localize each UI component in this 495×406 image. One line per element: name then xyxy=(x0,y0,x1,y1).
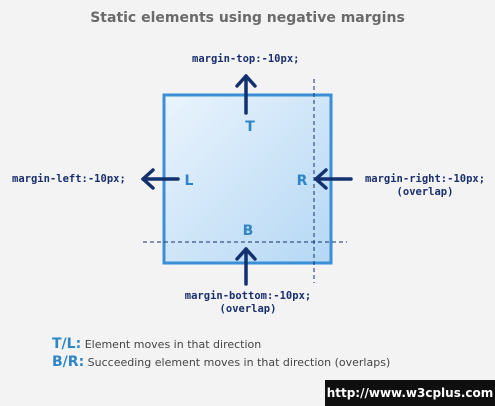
diagram-title: Static elements using negative margins xyxy=(90,10,405,26)
letter-t: T xyxy=(245,119,255,135)
arrow-left-icon xyxy=(141,168,180,190)
watermark-url: http://www.w3cplus.com xyxy=(325,380,495,406)
arrow-up-icon xyxy=(235,247,257,286)
label-margin-bottom: margin-bottom:-10px; (overlap) xyxy=(178,290,318,316)
label-margin-right: margin-right:-10px; (overlap) xyxy=(360,173,490,199)
legend-key: B/R: xyxy=(52,354,85,370)
arrow-up-icon xyxy=(235,74,257,115)
legend-text: Succeeding element moves in that directi… xyxy=(87,356,391,369)
legend-text: Element moves in that direction xyxy=(84,338,262,351)
label-margin-bottom-line2: (overlap) xyxy=(219,303,277,315)
label-margin-right-line2: (overlap) xyxy=(396,186,454,198)
legend-key: T/L: xyxy=(52,336,82,352)
label-margin-right-line1: margin-right:-10px; xyxy=(364,173,486,185)
label-margin-left: margin-left:-10px; xyxy=(12,173,126,185)
legend-row-br: B/R: Succeeding element moves in that di… xyxy=(52,354,390,370)
letter-l: L xyxy=(185,173,194,189)
arrow-left-icon xyxy=(314,168,353,190)
label-margin-bottom-line1: margin-bottom:-10px; xyxy=(184,290,312,302)
label-margin-top: margin-top:-10px; xyxy=(192,53,300,65)
letter-b: B xyxy=(243,223,254,239)
legend-row-tl: T/L: Element moves in that direction xyxy=(52,336,261,352)
letter-r: R xyxy=(297,173,308,189)
